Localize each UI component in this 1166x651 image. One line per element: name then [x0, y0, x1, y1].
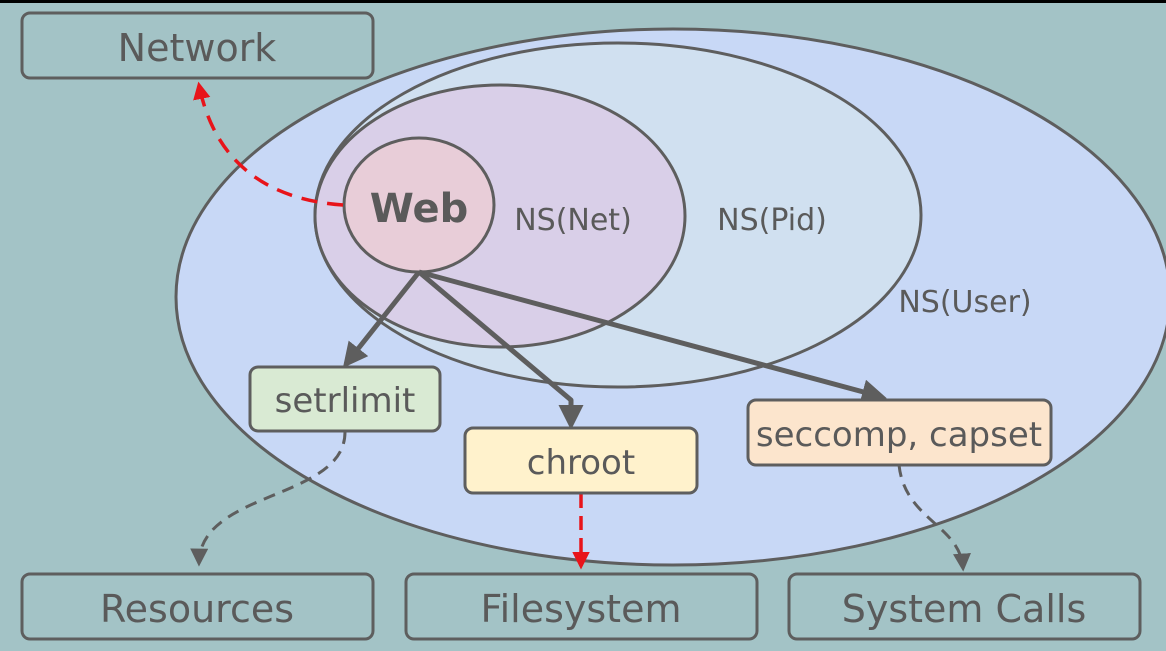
arrow-web-to-network	[193, 81, 344, 207]
ns-pid-label: NS(Pid)	[717, 203, 827, 238]
resources-label: Resources	[100, 587, 294, 631]
setrlimit-label: setrlimit	[275, 381, 416, 421]
system-calls-label: System Calls	[842, 587, 1087, 631]
arrow-seccomp-to-systemcalls	[897, 464, 971, 572]
seccomp-label: seccomp, capset	[756, 415, 1042, 455]
resources-box	[20, 572, 375, 641]
setrlimit-box	[248, 365, 442, 433]
arrow-setrlimit-to-resources	[190, 431, 347, 567]
arrow-web-to-chroot	[417, 270, 584, 430]
web-label: Web	[370, 186, 468, 232]
filesystem-label: Filesystem	[481, 587, 682, 631]
network-box	[20, 11, 375, 80]
ns-net-label: NS(Net)	[514, 203, 632, 238]
ns-user-label: NS(User)	[898, 285, 1031, 320]
filesystem-box	[404, 572, 759, 641]
chroot-label: chroot	[527, 443, 635, 483]
seccomp-box	[746, 398, 1053, 467]
top-strip	[0, 0, 1166, 3]
arrow-web-to-setrlimit	[342, 270, 421, 368]
arrow-web-to-seccomp	[418, 269, 887, 404]
system-calls-box	[787, 572, 1142, 641]
network-label: Network	[118, 26, 277, 70]
chroot-box	[463, 426, 699, 495]
